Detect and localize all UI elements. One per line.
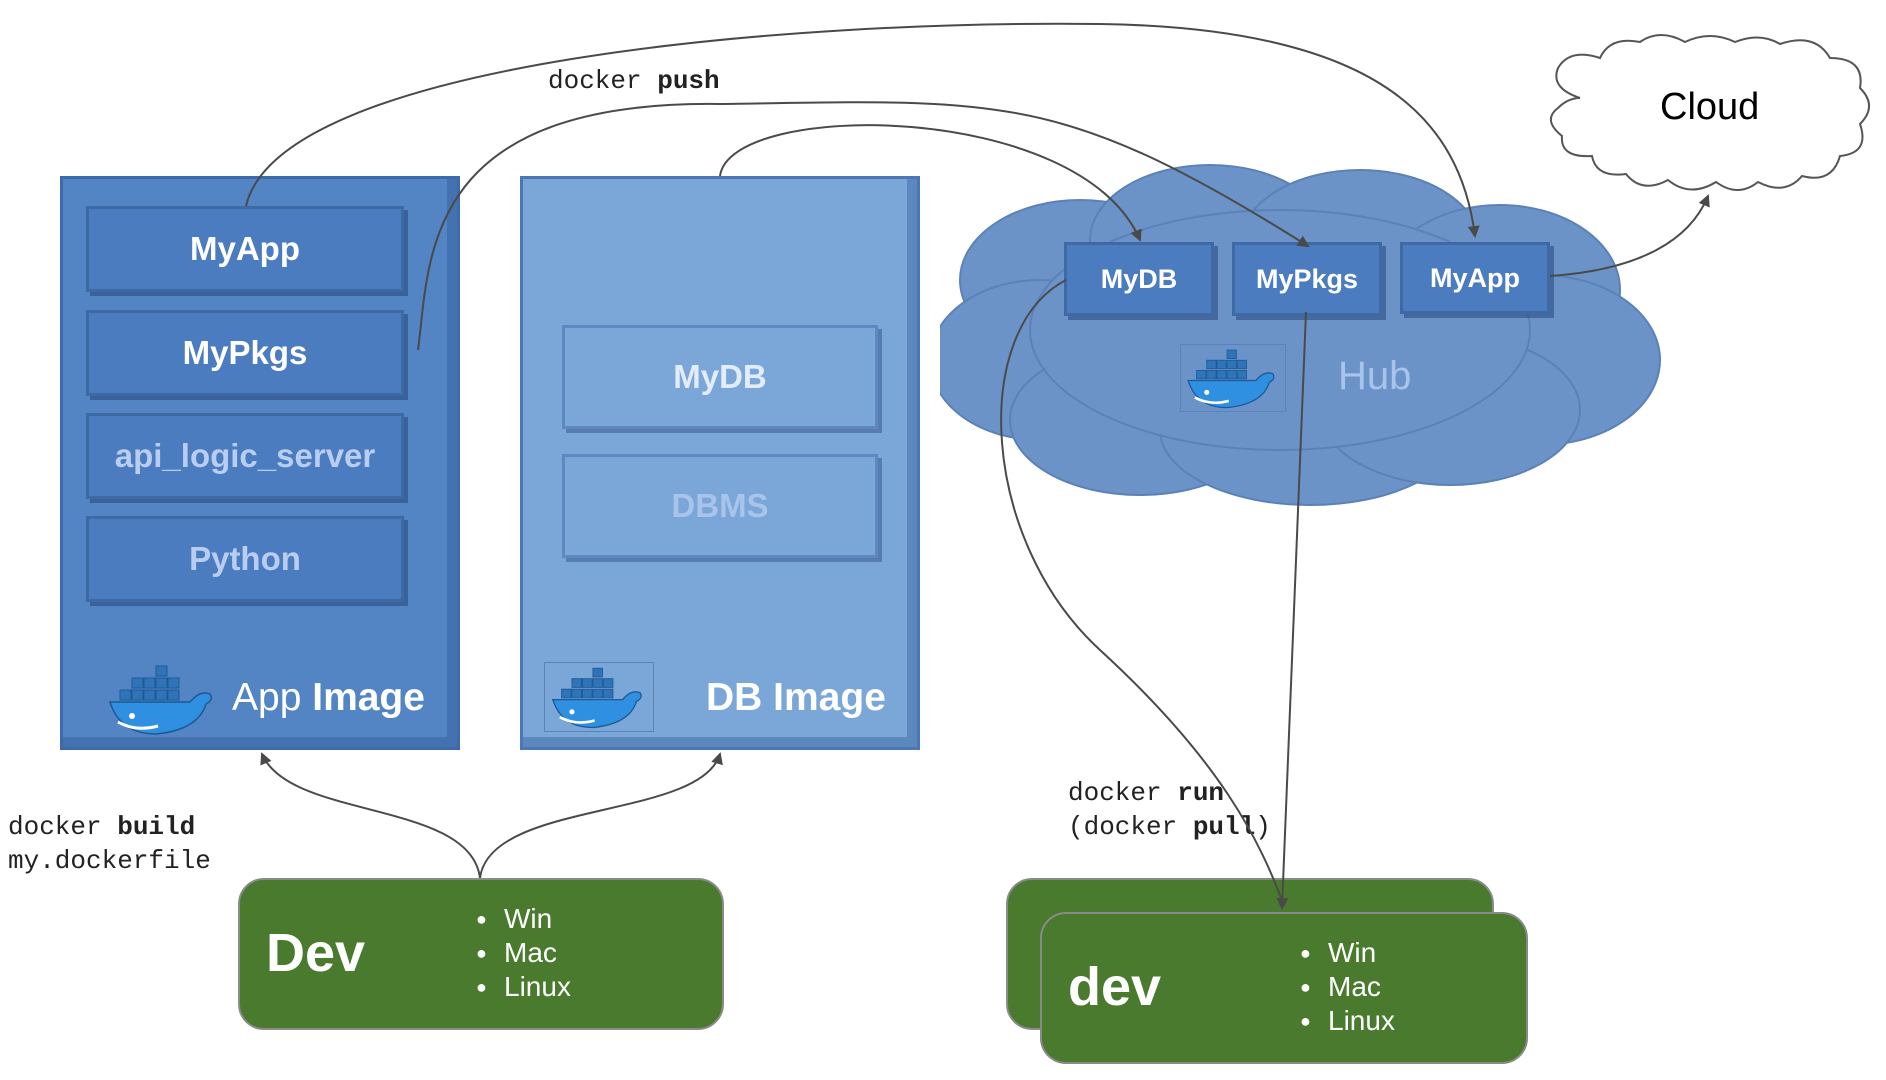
hub-cloud-icon — [929, 164, 1661, 506]
arrow-build-db — [479, 752, 723, 879]
cloud-icon — [1550, 34, 1870, 191]
hub-item-mydb: MyDB — [1064, 242, 1214, 316]
push-prefix: docker — [548, 66, 658, 96]
arrow-build-app — [260, 752, 481, 879]
dev-local-box: Dev Win Mac Linux — [238, 878, 724, 1030]
app-image-docker-logo — [106, 660, 220, 738]
docker-build-label: docker build my.dockerfile — [8, 810, 211, 878]
app-image-title-plain: App — [232, 676, 313, 719]
app-layer-myapp: MyApp — [86, 206, 404, 292]
cloud-shape — [1540, 28, 1880, 198]
db-layer-mydb: MyDB — [562, 325, 878, 429]
dev-deploy-title: dev — [1068, 957, 1162, 1017]
pull-suffix: ) — [1255, 812, 1271, 842]
dev-deploy-box: dev Win Mac Linux — [1040, 912, 1528, 1064]
docker-whale-icon — [108, 665, 213, 735]
app-layer-python: Python — [86, 516, 404, 602]
platform-item: Linux — [1300, 1004, 1395, 1038]
build-prefix: docker — [8, 812, 118, 842]
docker-run-label: docker run (docker pull) — [1068, 776, 1271, 844]
db-layer-dbms: DBMS — [562, 454, 878, 558]
hub-cloud-shape — [929, 160, 1680, 510]
pull-bold: pull — [1192, 812, 1256, 842]
run-bold: run — [1177, 778, 1225, 808]
run-prefix: docker — [1068, 778, 1178, 808]
app-layer-mypkgs: MyPkgs — [86, 310, 404, 396]
build-line2: my.dockerfile — [8, 846, 211, 876]
hub-item-mypkgs: MyPkgs — [1232, 242, 1382, 316]
db-image-docker-logo — [544, 662, 654, 732]
docker-whale-icon — [1187, 349, 1275, 409]
platform-item: Win — [476, 902, 571, 936]
build-bold: build — [117, 812, 196, 842]
dev-local-platforms: Win Mac Linux — [476, 902, 571, 1004]
app-image-title-bold: Image — [312, 676, 425, 719]
app-image-title: App Image — [232, 676, 425, 720]
platform-item: Win — [1300, 936, 1395, 970]
pull-prefix: (docker — [1068, 812, 1193, 842]
hub-item-myapp: MyApp — [1400, 242, 1550, 314]
cloud-label: Cloud — [1660, 86, 1760, 128]
db-image-title: DB Image — [706, 676, 886, 720]
hub-label: Hub — [1338, 354, 1412, 398]
dev-local-title: Dev — [266, 923, 366, 983]
hub-docker-logo — [1180, 344, 1286, 412]
docker-whale-icon — [551, 667, 642, 729]
platform-item: Mac — [1300, 970, 1395, 1004]
docker-push-label: docker push — [548, 64, 720, 98]
platform-item: Linux — [476, 970, 571, 1004]
push-bold: push — [657, 66, 720, 96]
platform-item: Mac — [476, 936, 571, 970]
app-layer-api-logic-server: api_logic_server — [86, 413, 404, 499]
db-image-title-bold: DB Image — [706, 676, 886, 719]
dev-deploy-platforms: Win Mac Linux — [1300, 936, 1395, 1038]
